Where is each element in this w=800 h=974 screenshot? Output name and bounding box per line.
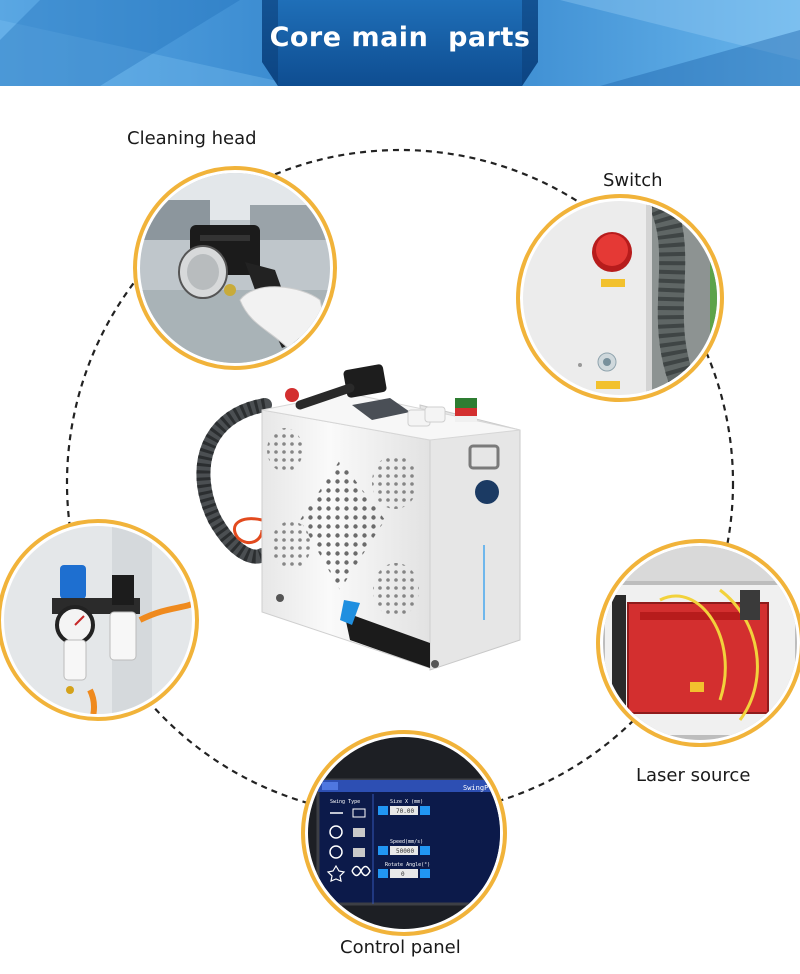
air-regulator-photo <box>0 519 199 721</box>
swing-type-label: Swing Type <box>330 799 360 805</box>
size-value: 70.00 <box>396 808 414 815</box>
control-screen-title: SwingP <box>463 784 488 792</box>
switch-photo <box>516 194 724 402</box>
header-banner: Core main parts <box>0 0 800 86</box>
label-switch: Switch <box>603 170 663 191</box>
page-title: Core main parts <box>269 22 531 53</box>
angle-label: Rotate Angle(°) <box>385 862 430 868</box>
speed-label: Speed(mm/s) <box>390 839 423 845</box>
banner-background <box>0 0 800 86</box>
label-laser-source: Laser source <box>636 765 751 786</box>
angle-value: 0 <box>401 871 405 878</box>
speed-value: 50000 <box>396 848 414 855</box>
label-cleaning-head: Cleaning head <box>127 128 257 149</box>
cleaning-head-photo <box>133 166 337 370</box>
laser-source-photo <box>596 539 800 747</box>
size-label: Size X (mm) <box>390 799 423 805</box>
label-control-panel: Control panel <box>340 937 461 958</box>
control-panel-photo: SwingP Swing Type Size X (mm) 70.00 Spee… <box>301 730 507 936</box>
laser-cleaning-machine <box>196 364 521 671</box>
